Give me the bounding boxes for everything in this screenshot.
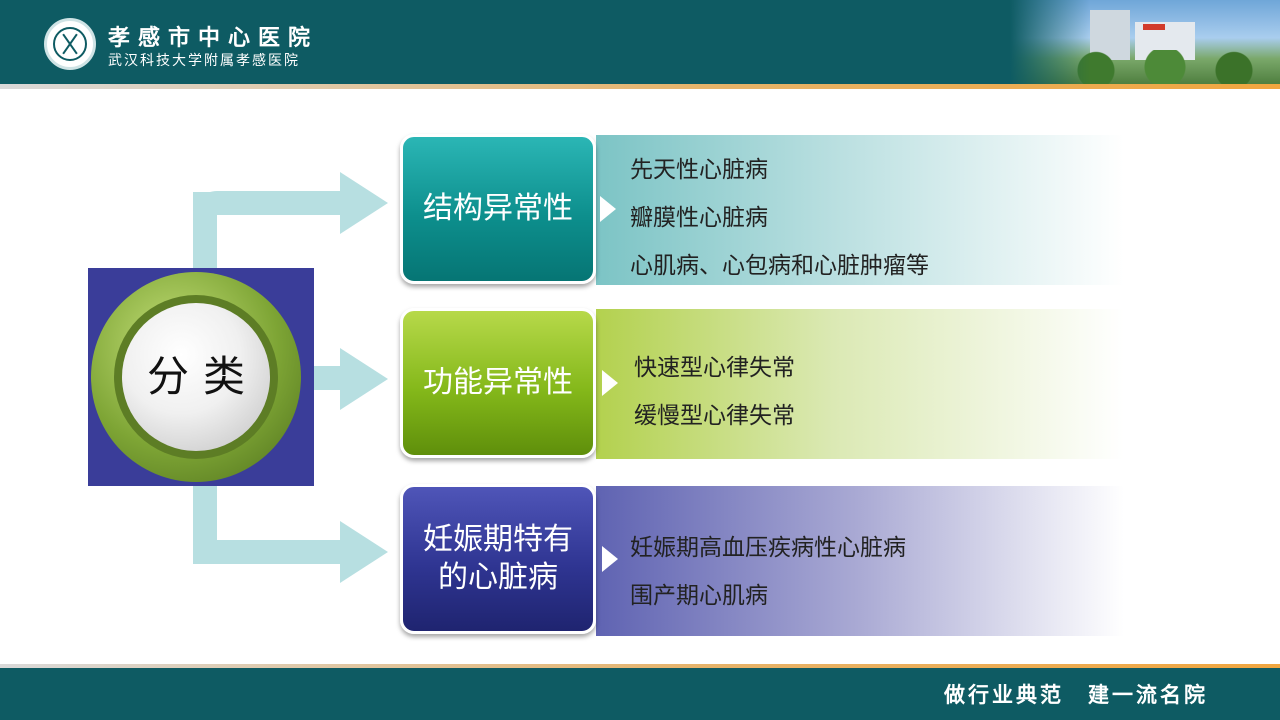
classification-ball xyxy=(122,303,270,451)
category-pregnancy: 妊娠期特有的心脏病 xyxy=(400,484,596,634)
arrow-right-icon xyxy=(340,172,388,234)
category-functional: 功能异常性 xyxy=(400,308,596,458)
header-stripe xyxy=(0,84,1280,89)
list-item: 心肌病、心包病和心脏肿瘤等 xyxy=(630,253,929,279)
connector-top xyxy=(193,191,343,215)
arrow-right-icon xyxy=(340,521,388,583)
connector-bottom xyxy=(193,540,343,564)
hospital-logo-icon xyxy=(44,18,96,70)
list-item: 快速型心律失常 xyxy=(634,355,795,381)
list-item: 围产期心肌病 xyxy=(630,583,768,609)
category-panel-pregnancy xyxy=(596,486,1124,636)
footer-slogan: 做行业典范 建一流名院 xyxy=(944,682,1208,707)
footer-stripe xyxy=(0,664,1280,668)
hospital-subtitle: 武汉科技大学附属孝感医院 xyxy=(108,53,300,69)
list-item: 先天性心脏病 xyxy=(630,157,768,183)
hospital-name: 孝感市中心医院 xyxy=(108,25,319,51)
list-item: 缓慢型心律失常 xyxy=(634,403,795,429)
category-panel-functional xyxy=(596,309,1124,459)
category-panel-structural xyxy=(596,135,1124,285)
footer-bar xyxy=(0,668,1280,720)
classification-label: 分类 xyxy=(146,352,259,401)
category-structural: 结构异常性 xyxy=(400,134,596,284)
hospital-photo xyxy=(1010,0,1280,84)
arrow-right-icon xyxy=(340,348,388,410)
pointer-triangle-icon xyxy=(602,546,618,572)
pointer-triangle-icon xyxy=(602,370,618,396)
list-item: 瓣膜性心脏病 xyxy=(630,205,768,231)
list-item: 妊娠期高血压疾病性心脏病 xyxy=(630,535,906,561)
connector-middle xyxy=(314,366,344,390)
pointer-triangle-icon xyxy=(600,196,616,222)
